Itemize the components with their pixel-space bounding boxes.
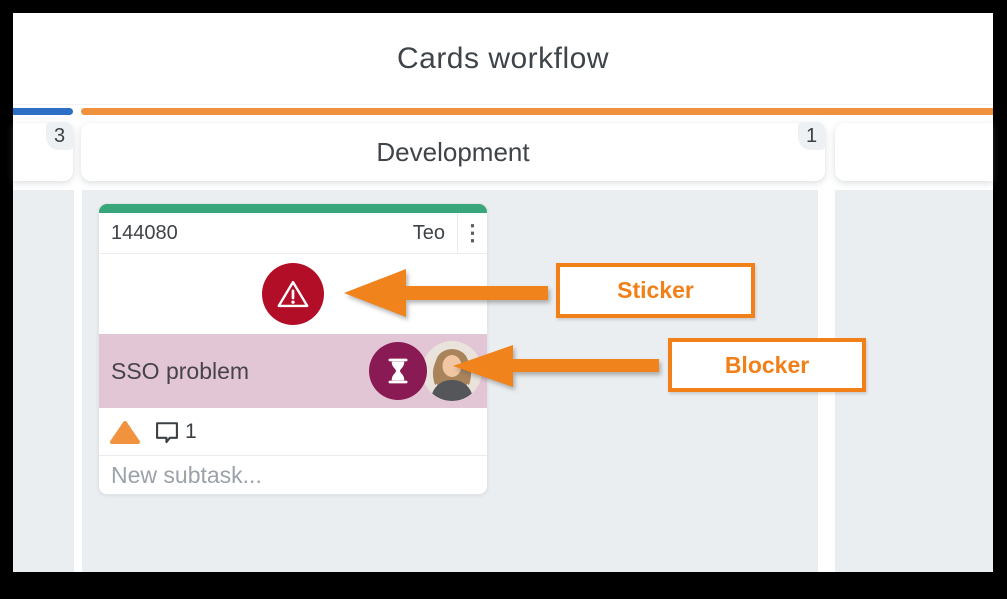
kebab-menu-icon[interactable]: ⋮ xyxy=(457,213,487,253)
column-title-development: Development xyxy=(376,136,530,167)
card-assignee: Teo xyxy=(412,221,445,244)
subtask-row[interactable]: SSO problem xyxy=(99,334,487,408)
card-id: 144080 xyxy=(111,221,178,244)
board-header: Cards workflow xyxy=(13,13,993,105)
annotation-box-blocker: Blocker xyxy=(668,338,866,392)
card-header: 144080 Teo ⋮ xyxy=(99,213,487,254)
column-header-right-partial[interactable] xyxy=(835,123,993,181)
column-body-left-partial xyxy=(13,190,74,572)
comment-bubble-icon xyxy=(153,418,181,446)
workflow-bar-blue xyxy=(13,108,73,115)
workflow-bar-orange xyxy=(81,108,993,115)
new-subtask-input[interactable]: New subtask... xyxy=(111,462,262,488)
board-app: Cards workflow Development 3 1 144080 Te… xyxy=(13,13,993,572)
hourglass-icon xyxy=(388,358,408,384)
priority-triangle-icon xyxy=(109,419,141,445)
column-header-development[interactable]: Development xyxy=(81,123,825,181)
card-sticker-row xyxy=(99,254,487,334)
comment-count: 1 xyxy=(185,419,197,443)
annotation-box-sticker: Sticker xyxy=(556,263,755,318)
card-count-badge-development: 1 xyxy=(798,122,825,150)
annotation-label-sticker: Sticker xyxy=(617,277,694,303)
board-title: Cards workflow xyxy=(396,41,610,75)
card-color-strip xyxy=(99,204,487,213)
blocker-arrow-icon xyxy=(453,345,659,387)
warning-triangle-icon xyxy=(277,280,309,308)
kanban-card[interactable]: 144080 Teo ⋮ SSO problem xyxy=(98,203,488,495)
annotation-label-blocker: Blocker xyxy=(724,351,810,378)
subtask-title: SSO problem xyxy=(111,357,250,384)
blocker-hourglass-badge[interactable] xyxy=(369,342,427,400)
card-footer: 1 xyxy=(99,408,487,456)
warning-sticker-icon[interactable] xyxy=(262,263,324,325)
sticker-arrow-icon xyxy=(344,269,548,317)
card-count-badge-left: 3 xyxy=(46,122,73,150)
